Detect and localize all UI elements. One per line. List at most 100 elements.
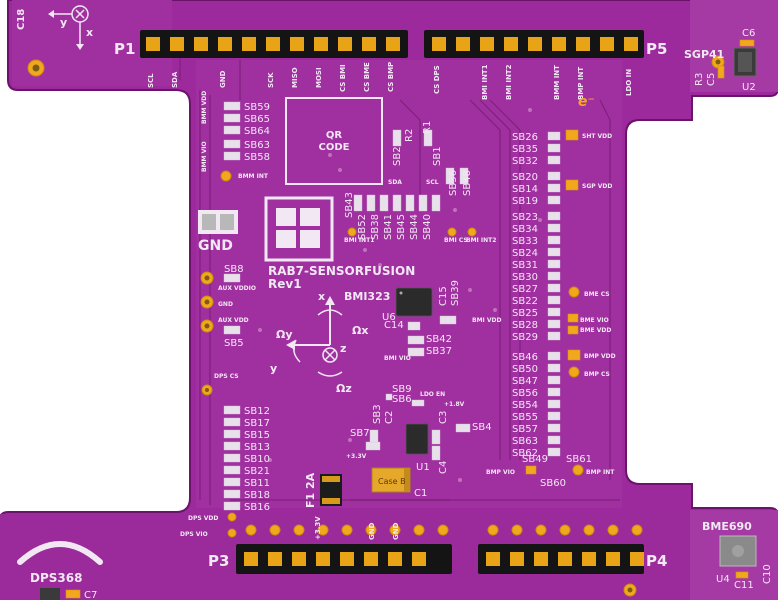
label-case-b: Case B [378, 477, 406, 486]
pad-c11 [735, 571, 749, 579]
imu-axis-z: z [340, 342, 346, 355]
label-gnd-small: GND [218, 301, 233, 308]
header-p3-label: P3 [208, 552, 229, 570]
sb-label: SB19 [512, 196, 538, 207]
label-c4: C4 [438, 461, 449, 474]
sb-group-top-left[interactable] [223, 101, 241, 161]
header-p1-pin-labels: SCL SDA GND SCK MISO MOSI CS BMI CS BME … [147, 62, 395, 92]
sb-label: SB3 [372, 404, 383, 424]
p1-pin-label: SCK [267, 72, 275, 88]
sb-group-right-low[interactable] [547, 351, 561, 457]
sb-group-right-sgp[interactable] [547, 171, 561, 205]
mounting-holes [27, 55, 725, 597]
p5-pin-label: BMI INT2 [505, 64, 513, 100]
sb-label: SB10 [244, 454, 270, 465]
label-c6: C6 [742, 28, 755, 39]
sb-group-center-misc[interactable] [407, 315, 457, 357]
p1-pin-label: CS BMP [387, 62, 395, 92]
sb-label: SB37 [426, 346, 452, 357]
sb-label: SB49 [522, 454, 548, 465]
sb-group-right-mid[interactable] [547, 211, 561, 341]
pad-dps-vio[interactable] [227, 528, 237, 538]
sb-group-right-top[interactable] [547, 131, 561, 165]
pad-sht-vdd[interactable] [565, 129, 579, 141]
p3-pin-label: GND [392, 522, 400, 540]
sb-group-left-mid[interactable] [223, 273, 241, 335]
p1-pin-label: MISO [291, 67, 299, 88]
label-ldo-en: LDO EN [420, 391, 445, 398]
label-c15: C15 [438, 286, 449, 306]
label-bme-vio: BME VIO [580, 317, 609, 324]
pad-sgp-vdd[interactable] [565, 179, 579, 191]
pad-bmp-vio[interactable] [525, 465, 537, 475]
label-sht-vdd: SHT VDD [582, 133, 612, 140]
label-bmi-cs: BMI CS [444, 237, 468, 244]
sb-label: SB48 [462, 170, 473, 196]
label-bmm-int: BMM INT [238, 173, 269, 180]
chip-label-u6: U6 [382, 312, 396, 323]
header-p3-top-pads [245, 524, 449, 536]
header-p3[interactable] [236, 524, 452, 574]
sb-group-left-column[interactable] [223, 405, 241, 511]
header-p4-pins [486, 552, 644, 566]
sb-label: SB61 [566, 454, 592, 465]
sb-label: SB31 [512, 260, 538, 271]
sb-label: SB50 [512, 364, 538, 375]
label-plus-3v3: +3.3V [346, 453, 367, 460]
dps368-arc [17, 541, 103, 600]
sb-label: SB41 [383, 214, 394, 240]
board-revision: Rev1 [268, 277, 302, 291]
pad-bmp-vdd[interactable] [567, 349, 581, 361]
header-p1[interactable] [140, 30, 408, 58]
sb-label: SB36 [448, 170, 459, 196]
sb-label: SB42 [426, 334, 452, 345]
pad-bmi-cs[interactable] [447, 227, 457, 237]
pad-c5 [717, 65, 725, 79]
pad-c6 [739, 39, 755, 47]
qr-code-placeholder [285, 97, 383, 185]
sb-label: SB32 [512, 156, 538, 167]
sb-label: SB4 [472, 422, 492, 433]
header-p5[interactable] [424, 30, 644, 58]
axis-label-x: x [86, 26, 93, 39]
imu-axis-x: x [318, 290, 325, 303]
label-bmp-cs: BMP CS [584, 371, 610, 378]
imu-axis-diagram [286, 296, 343, 377]
pad-bme-cs[interactable] [568, 286, 580, 298]
qr-label-line2: CODE [319, 142, 350, 153]
p1-pin-label: GND [219, 70, 227, 88]
header-p5-pin-labels: CS DPS BMI INT1 BMI INT2 BMM INT BMP INT… [433, 64, 633, 100]
header-p4[interactable] [478, 524, 644, 574]
imu-axis-omega-y: Ωy [276, 328, 293, 341]
sb-group-center-vertical[interactable] [353, 129, 469, 212]
label-bmm-vdd: BMM VDD [201, 91, 208, 124]
p3-pin-label: GND [368, 522, 376, 540]
p5-pin-label: BMP INT [577, 67, 585, 100]
chip-label-u2: U2 [742, 82, 756, 93]
pad-bmp-int[interactable] [572, 464, 584, 476]
ldo-passives [365, 393, 471, 461]
pad-bmi-int2[interactable] [467, 227, 477, 237]
pad-bmp-cs[interactable] [568, 366, 580, 378]
sb-label: SB13 [244, 442, 270, 453]
label-c7: C7 [84, 590, 97, 600]
label-bmi-int1: BMI INT1 [344, 237, 374, 244]
pad-bme-vdd[interactable] [567, 325, 579, 335]
sb-label: SB45 [396, 214, 407, 240]
pad-dps-vdd[interactable] [227, 512, 237, 522]
sb-label: SB14 [512, 184, 538, 195]
pad-bme-vio[interactable] [567, 313, 579, 323]
sb-label: SB64 [244, 126, 270, 137]
axis-label-y: y [60, 16, 67, 29]
pad-bmi-int1[interactable] [347, 227, 357, 237]
label-r2: R2 [404, 129, 415, 142]
sb-label: SB44 [409, 214, 420, 240]
label-c3: C3 [438, 411, 449, 424]
gnd-jumper-pad[interactable] [198, 210, 238, 234]
sb-label: SB58 [244, 152, 270, 163]
label-fuse: F1 2A [304, 472, 317, 508]
label-bmi-vdd: BMI VDD [472, 317, 501, 324]
label-plus-1v8: +1.8V [444, 401, 465, 408]
